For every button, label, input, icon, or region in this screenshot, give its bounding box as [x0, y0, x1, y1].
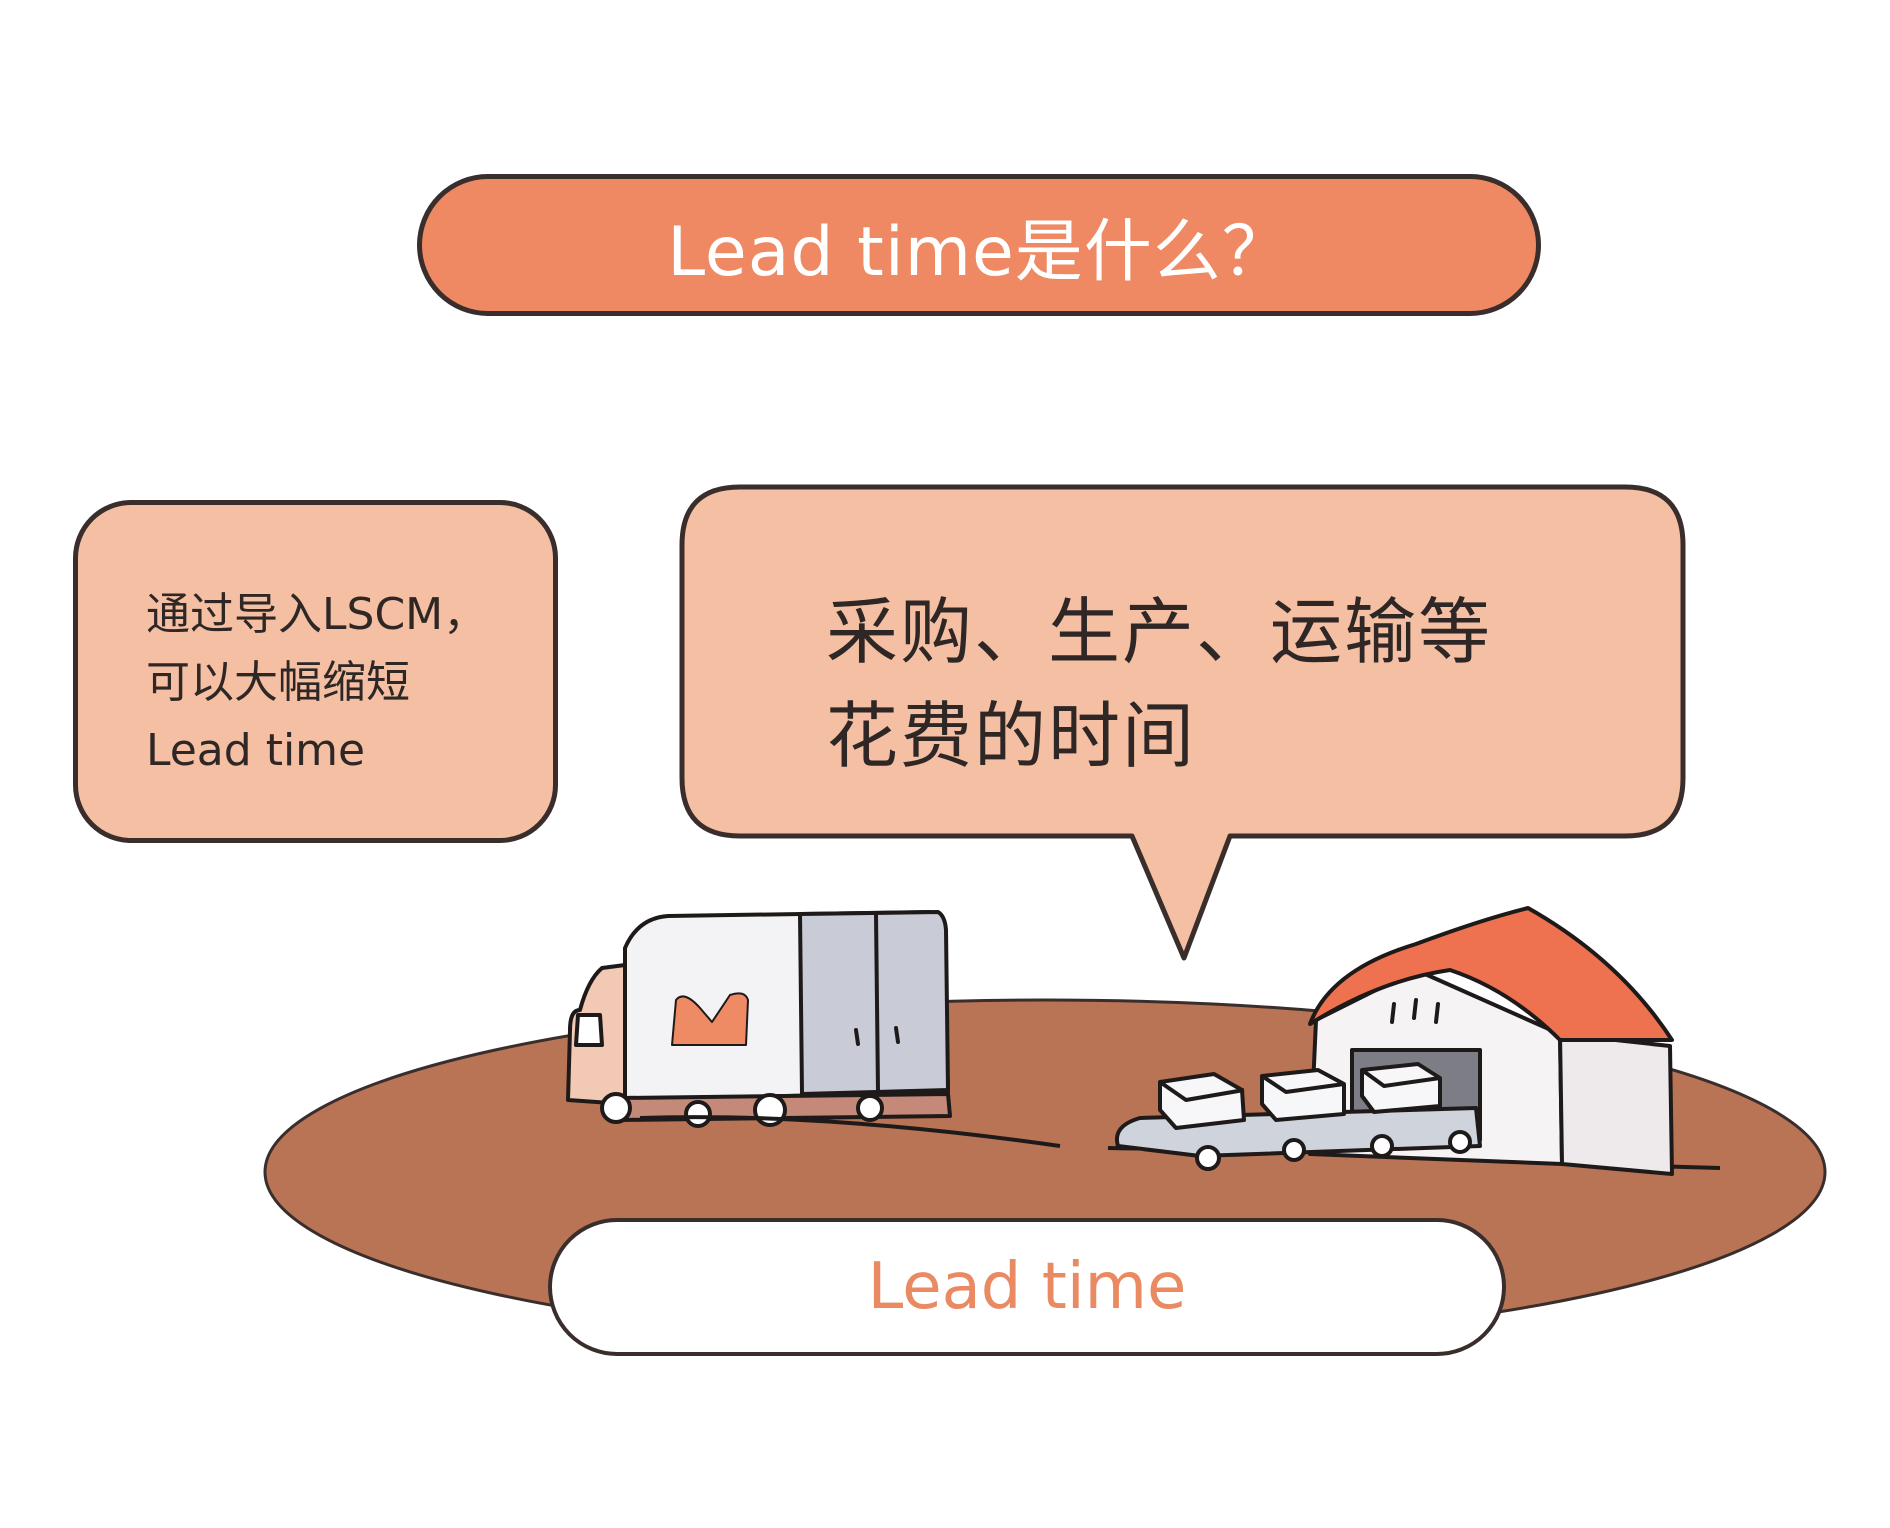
page-title: Lead time是什么？ — [667, 212, 1291, 292]
bubble-line: 采购、生产、运输等 — [826, 590, 1493, 674]
title-banner: Lead time是什么？ — [417, 174, 1541, 316]
note-line: 可以大幅缩短 — [146, 657, 410, 708]
package-icon — [1260, 1068, 1346, 1122]
speech-bubble — [679, 484, 1686, 961]
lead-time-label: Lead time — [867, 1250, 1187, 1324]
package-icon — [1158, 1072, 1246, 1130]
truck-icon — [566, 910, 952, 1128]
note-text: 通过导入LSCM， 可以大幅缩短 Lead time — [146, 581, 546, 785]
road-line — [639, 1115, 1061, 1148]
bubble-text: 采购、生产、运输等 花费的时间 — [826, 580, 1492, 788]
lead-time-label-pill: Lead time — [548, 1218, 1506, 1356]
package-icon — [1360, 1062, 1442, 1114]
note-box: 通过导入LSCM， 可以大幅缩短 Lead time — [73, 500, 558, 843]
bubble-line: 花费的时间 — [826, 694, 1197, 778]
note-line: 通过导入LSCM， — [146, 589, 488, 640]
note-line: Lead time — [146, 725, 366, 776]
